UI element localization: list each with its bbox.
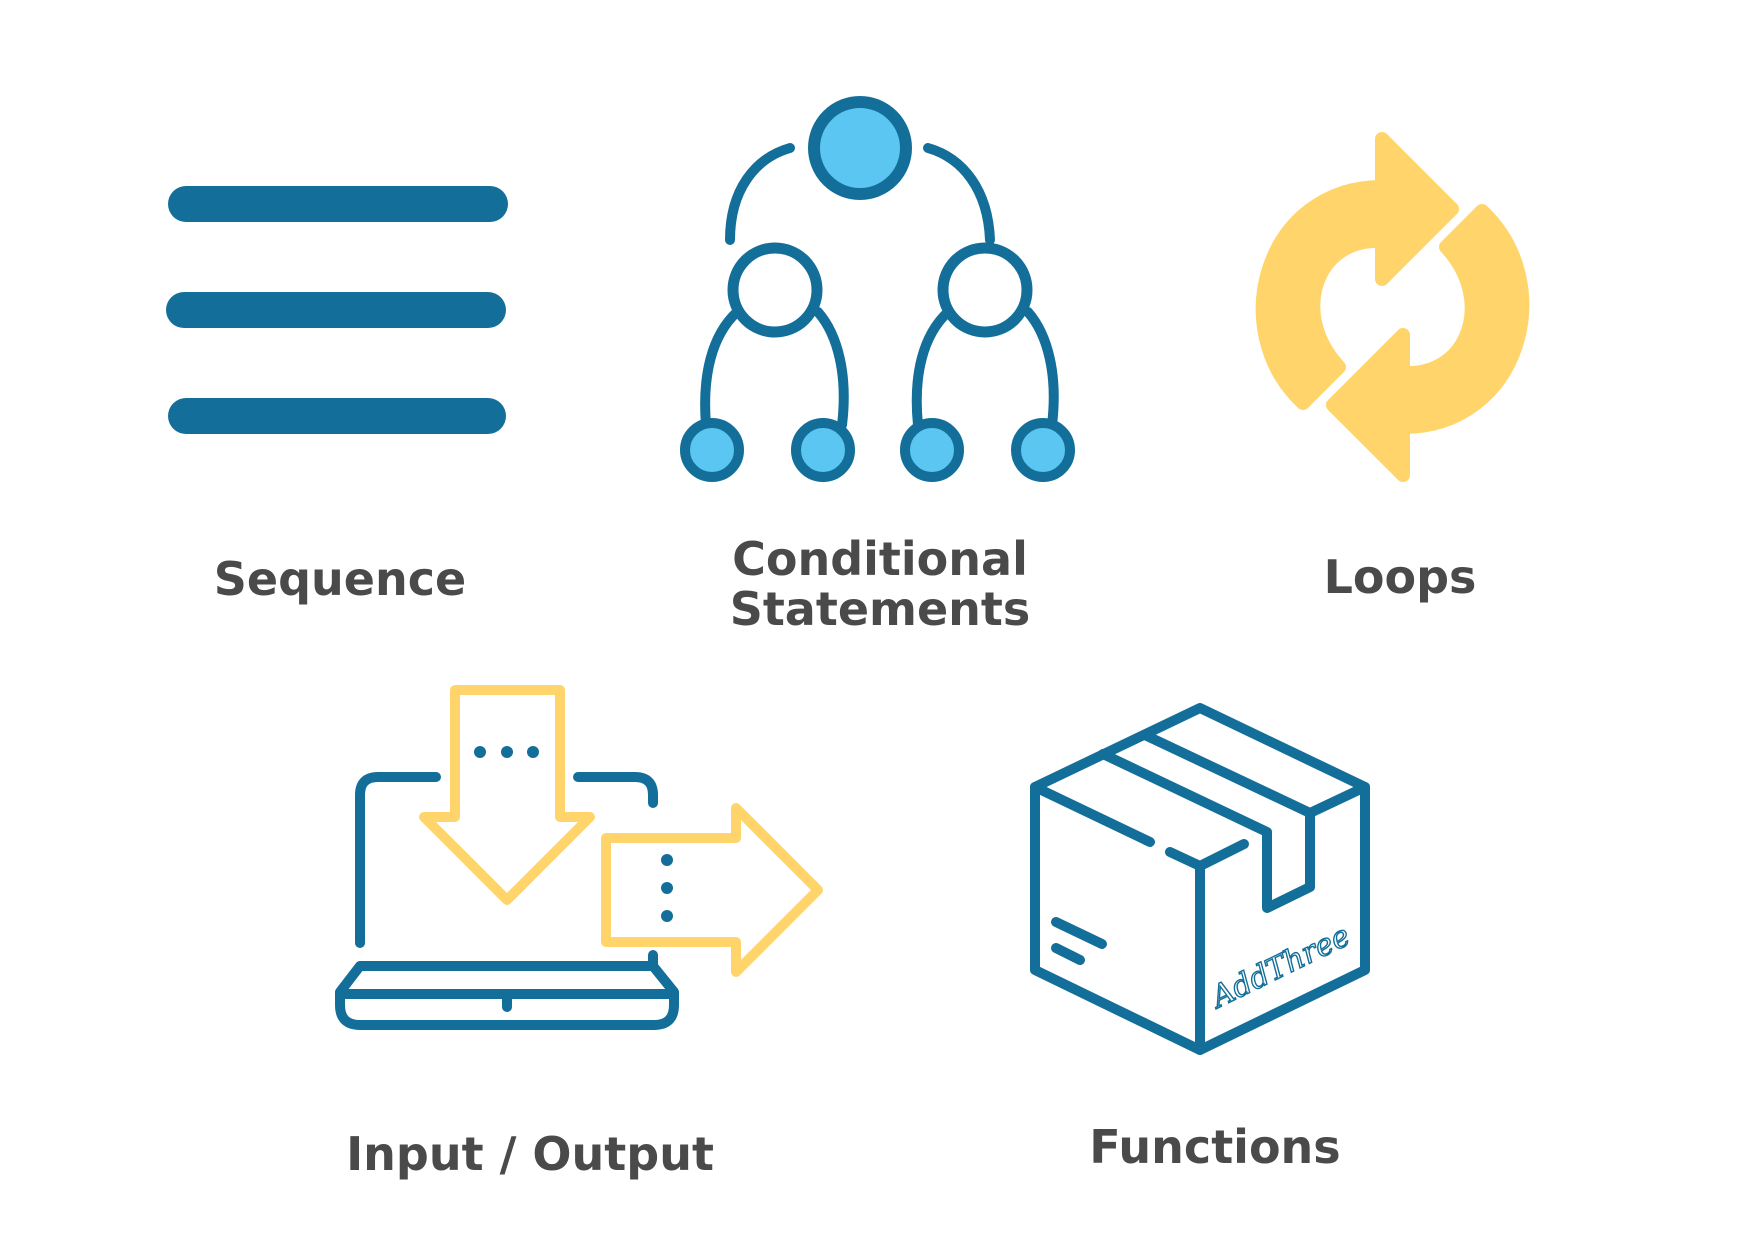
root-node bbox=[808, 96, 912, 200]
label-input-output: Input / Output bbox=[346, 1127, 714, 1181]
label-functions: Functions bbox=[1089, 1120, 1341, 1174]
refresh-arrows-icon bbox=[1255, 132, 1530, 482]
branch-node-left bbox=[727, 242, 823, 338]
decision-tree-icon bbox=[680, 96, 1075, 482]
label-sequence: Sequence bbox=[213, 552, 467, 606]
leaf-node bbox=[680, 418, 744, 482]
box-icon: AddThree bbox=[1030, 703, 1370, 1055]
label-conditional: Conditional Statements bbox=[690, 532, 1070, 636]
label-conditional-line2: Statements bbox=[729, 581, 1031, 636]
leaf-node bbox=[1011, 418, 1075, 482]
box-label-text: AddThree bbox=[1203, 918, 1355, 1016]
three-lines-icon bbox=[166, 186, 508, 434]
label-loops: Loops bbox=[1323, 550, 1477, 604]
laptop-arrows-icon bbox=[335, 685, 823, 1030]
leaf-node bbox=[791, 418, 855, 482]
branch-node-right bbox=[937, 242, 1033, 338]
leaf-node bbox=[900, 418, 964, 482]
label-conditional-line1: Conditional bbox=[732, 532, 1028, 586]
